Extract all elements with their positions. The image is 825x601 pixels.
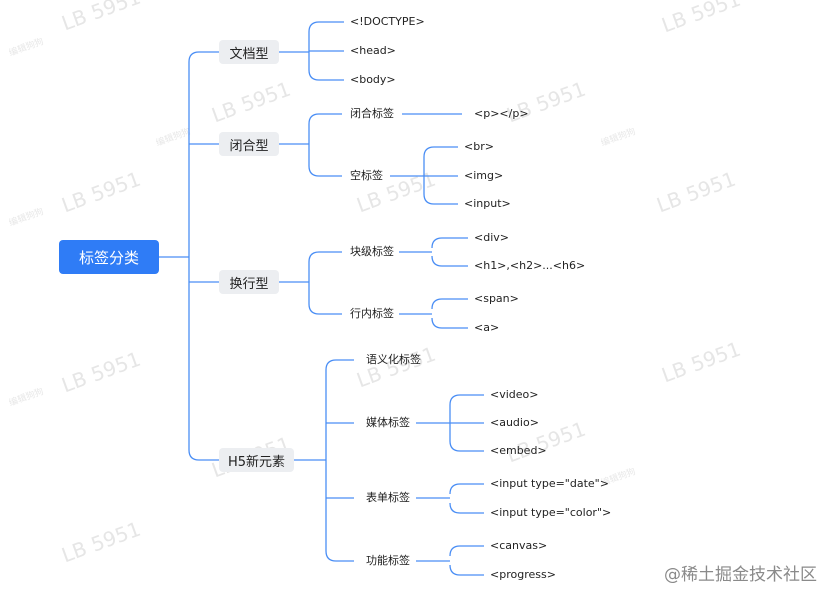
leaf-p[interactable]: <p></p> xyxy=(474,107,529,120)
leaf-span[interactable]: <span> xyxy=(474,292,519,305)
source-credit: @稀土掘金技术社区 xyxy=(664,565,817,585)
node-closed-tag[interactable]: 闭合标签 xyxy=(350,107,394,120)
leaf-div[interactable]: <div> xyxy=(474,231,509,244)
leaf-headings[interactable]: <h1>,<h2>...<h6> xyxy=(474,259,586,272)
leaf-canvas[interactable]: <canvas> xyxy=(490,539,548,552)
leaf-a[interactable]: <a> xyxy=(474,321,500,334)
leaf-input[interactable]: <input> xyxy=(464,197,511,210)
node-wrap[interactable]: 换行型 xyxy=(219,270,279,294)
leaf-input-color[interactable]: <input type="color"> xyxy=(490,506,612,519)
leaf-doctype[interactable]: <!DOCTYPE> xyxy=(350,15,425,28)
leaf-embed[interactable]: <embed> xyxy=(490,444,547,457)
leaf-br[interactable]: <br> xyxy=(464,140,494,153)
root-node[interactable]: 标签分类 xyxy=(59,240,159,274)
leaf-body[interactable]: <body> xyxy=(350,73,396,86)
node-closure[interactable]: 闭合型 xyxy=(219,132,279,156)
node-semantic-tag[interactable]: 语义化标签 xyxy=(366,353,421,366)
leaf-video[interactable]: <video> xyxy=(490,388,539,401)
node-media-tag[interactable]: 媒体标签 xyxy=(366,416,410,429)
node-inline-tag[interactable]: 行内标签 xyxy=(350,307,394,320)
leaf-audio[interactable]: <audio> xyxy=(490,416,539,429)
leaf-img[interactable]: <img> xyxy=(464,169,504,182)
leaf-input-date[interactable]: <input type="date"> xyxy=(490,477,609,490)
node-form-tag[interactable]: 表单标签 xyxy=(366,491,410,504)
leaf-head[interactable]: <head> xyxy=(350,44,396,57)
node-block-tag[interactable]: 块级标签 xyxy=(350,245,394,258)
leaf-progress[interactable]: <progress> xyxy=(490,568,556,581)
node-func-tag[interactable]: 功能标签 xyxy=(366,554,410,567)
node-empty-tag[interactable]: 空标签 xyxy=(350,169,383,182)
node-h5[interactable]: H5新元素 xyxy=(219,448,294,472)
node-doctype[interactable]: 文档型 xyxy=(219,40,279,64)
